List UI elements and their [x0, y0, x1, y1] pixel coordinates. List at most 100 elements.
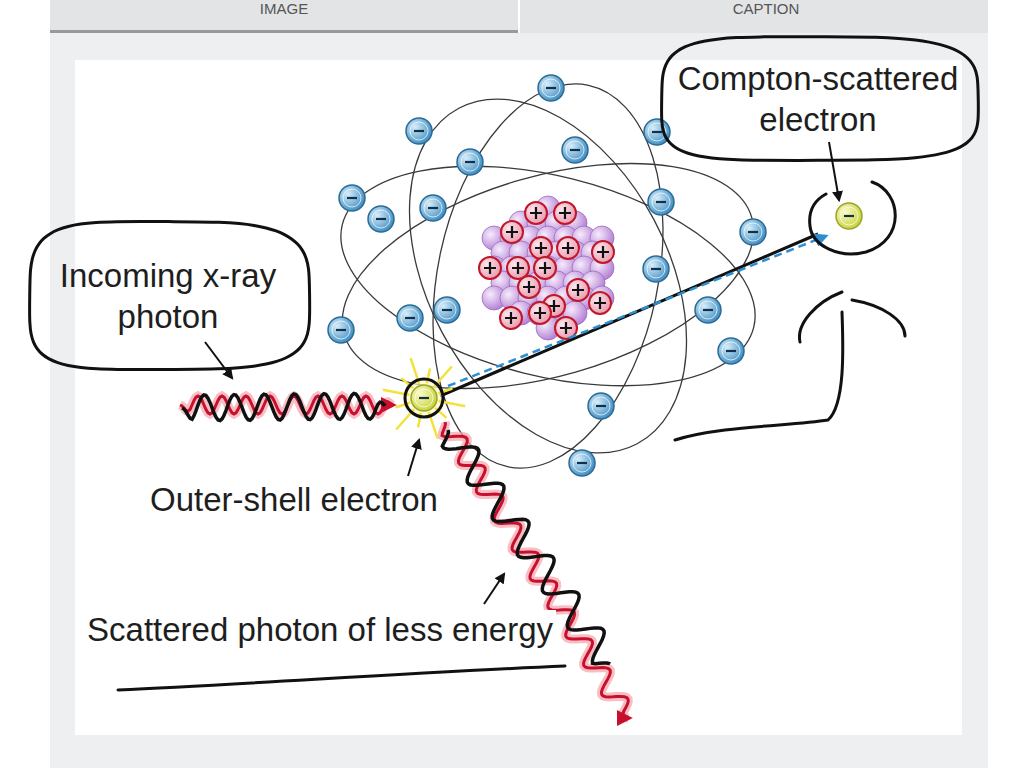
orbit [317, 121, 780, 430]
loop-outline [29, 221, 309, 369]
proton-ball [567, 279, 589, 301]
electron [588, 393, 614, 419]
column-header: IMAGE [257, 0, 311, 18]
electron-ball [434, 297, 460, 323]
electron-ring [722, 342, 740, 360]
electron-track [440, 234, 818, 396]
electron-ball [588, 393, 614, 419]
electron-ring [699, 301, 717, 319]
hand-drawn-loop [654, 30, 983, 168]
electron [434, 297, 460, 323]
minus-sign [419, 397, 429, 399]
electron [644, 119, 670, 145]
minus-sign [376, 218, 386, 220]
electron-ball [695, 297, 721, 323]
plus-sign [559, 207, 571, 219]
proton-ball [525, 202, 547, 224]
callout-text: Incoming x-ray photon [53, 255, 283, 337]
proton-ball [589, 292, 611, 314]
proton [534, 257, 556, 279]
electron-ball [740, 219, 766, 245]
electron [569, 450, 595, 476]
electron-path-arrow [448, 236, 826, 386]
electron-ball [718, 338, 744, 364]
electron-ring [652, 193, 670, 211]
electron-ball [644, 119, 670, 145]
plus-sign [512, 262, 524, 274]
orbit [353, 52, 743, 500]
proton [554, 202, 576, 224]
electron-ball [406, 118, 432, 144]
hand-stroke [675, 312, 843, 440]
electron-ring [592, 397, 610, 415]
plus-sign [572, 284, 584, 296]
hand-underline [118, 666, 565, 690]
minus-sign [703, 309, 713, 311]
minus-sign [428, 207, 438, 209]
callout-label: Outer-shell electron [147, 480, 441, 520]
electron [718, 338, 744, 364]
leader-line [829, 142, 839, 200]
proton [501, 221, 523, 243]
hand-stroke [852, 300, 905, 336]
electron-ball [562, 137, 588, 163]
proton-ball [518, 276, 540, 298]
leader-line [205, 342, 232, 378]
scattered-photon [442, 422, 628, 718]
hand-stroke [799, 292, 842, 342]
electron [538, 75, 564, 101]
electron-ball [648, 189, 674, 215]
minus-sign [652, 131, 662, 133]
hand-circle [405, 379, 443, 417]
proton [592, 241, 614, 263]
electron-ball [339, 185, 365, 211]
proton-ball [479, 257, 501, 279]
nucleus [479, 196, 614, 340]
minus-sign [405, 317, 415, 319]
electron-ball [643, 256, 669, 282]
scatter-tracks [440, 234, 826, 396]
electron-ring [438, 301, 456, 319]
proton [530, 237, 552, 259]
plus-sign [505, 312, 517, 324]
electron-ring [343, 189, 361, 207]
minus-sign [577, 462, 587, 464]
proton-ball [500, 307, 522, 329]
electron-ring [461, 153, 479, 171]
proton-ball [534, 257, 556, 279]
header-bar [50, 0, 988, 33]
electron-ring [744, 223, 762, 241]
loop-outline [661, 37, 978, 161]
special-electron [836, 203, 862, 229]
leader-line [408, 440, 419, 476]
plus-sign [594, 297, 606, 309]
electron-ring [840, 207, 858, 225]
plus-sign [597, 246, 609, 258]
plus-sign [523, 281, 535, 293]
electron [328, 317, 354, 343]
electron-ball [328, 317, 354, 343]
image-ground [75, 60, 962, 735]
proton-ball [501, 221, 523, 243]
column-header: CAPTION [730, 0, 803, 18]
electron-ball [420, 195, 446, 221]
active-tab-underline [50, 30, 518, 33]
electron-ball [836, 203, 862, 229]
leader-lines [205, 142, 839, 604]
proton-ball [529, 302, 551, 324]
electron-ball [569, 450, 595, 476]
proton [589, 292, 611, 314]
electron [695, 297, 721, 323]
orbital-electrons [328, 75, 766, 476]
minus-sign [546, 87, 556, 89]
proton [500, 307, 522, 329]
proton [567, 279, 589, 301]
proton [518, 276, 540, 298]
plus-sign [534, 307, 546, 319]
minus-sign [336, 329, 346, 331]
electron-ring [424, 199, 442, 217]
proton-ball [557, 237, 579, 259]
electron-ring [542, 79, 560, 97]
plus-sign [506, 226, 518, 238]
